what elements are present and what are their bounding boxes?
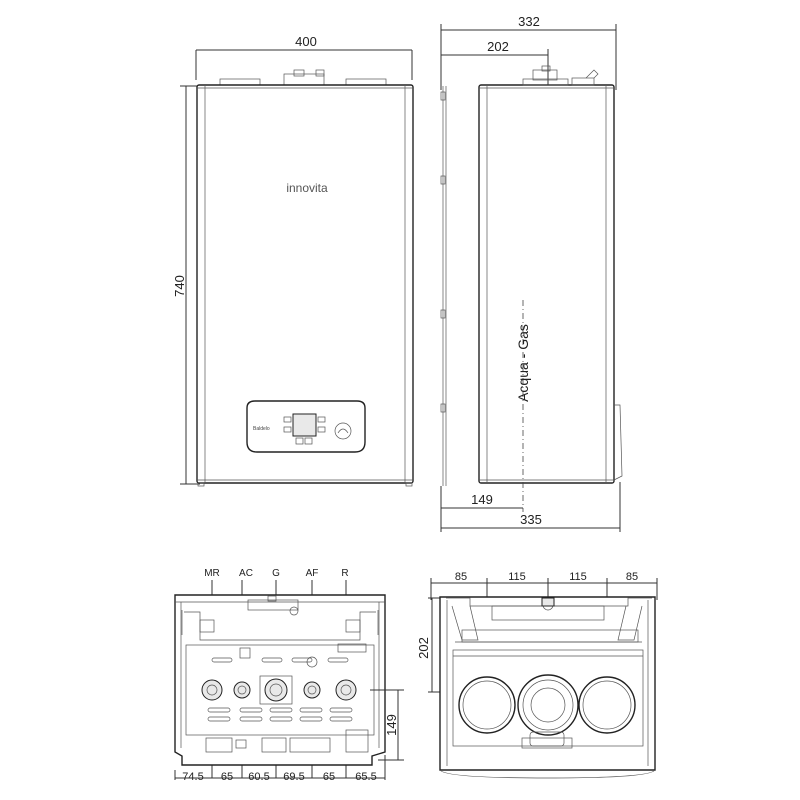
- side-view: 332 202 Acqua - Gas 149: [440, 14, 623, 532]
- top-view: 85 115 115 85 202: [416, 571, 658, 779]
- bottom-spacing-6: 65.5: [355, 771, 376, 783]
- vent-slots: [207, 657, 353, 722]
- front-height-dim: 740: [172, 275, 187, 297]
- top-spacing-3: 115: [569, 571, 587, 583]
- bottom-spacing-4: 69.5: [283, 771, 304, 783]
- conn-label-ac: AC: [239, 568, 253, 579]
- side-vertical-label: Acqua - Gas: [515, 324, 531, 402]
- top-height-dim: 202: [416, 637, 431, 659]
- top-spacing-4: 85: [626, 571, 638, 583]
- bottom-view: MR AC G AF R: [174, 568, 404, 783]
- panel-brand: Baldelo: [253, 426, 270, 432]
- bottom-spacing-1: 74.5: [182, 771, 203, 783]
- conn-label-mr: MR: [204, 568, 220, 579]
- conn-label-r: R: [341, 568, 348, 579]
- connection-fittings: [201, 675, 357, 705]
- bottom-height-dim: 149: [384, 714, 399, 736]
- side-depth-bottom-dim: 335: [520, 512, 542, 527]
- front-width-dim: 400: [295, 34, 317, 49]
- bottom-spacing-3: 60.5: [248, 771, 269, 783]
- bottom-spacing-5: 65: [323, 771, 335, 783]
- top-spacing-1: 85: [455, 571, 467, 583]
- side-offset-dim: 202: [487, 39, 509, 54]
- front-view: 400 740 innovita Baldelo: [172, 34, 414, 487]
- conn-label-af: AF: [306, 568, 319, 579]
- flue-openings: [458, 674, 636, 736]
- side-pipe-offset-dim: 149: [471, 492, 493, 507]
- bottom-spacing-2: 65: [221, 771, 233, 783]
- control-panel: Baldelo: [246, 400, 366, 453]
- front-brand-logo: innovita: [286, 181, 328, 195]
- top-spacing-2: 115: [508, 571, 526, 583]
- side-depth-top-dim: 332: [518, 14, 540, 29]
- conn-label-g: G: [272, 568, 280, 579]
